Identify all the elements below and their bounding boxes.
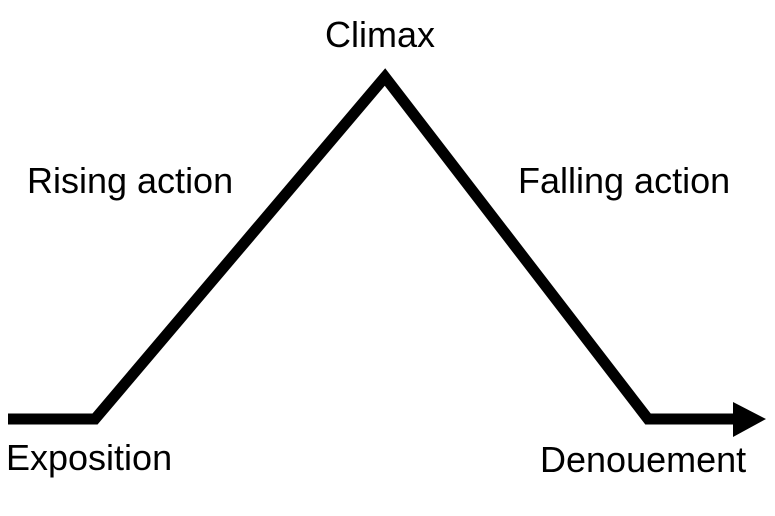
plot-arc-line bbox=[8, 68, 735, 425]
climax-label: Climax bbox=[325, 14, 436, 55]
arc-arrowhead bbox=[733, 402, 766, 437]
exposition-label: Exposition bbox=[6, 437, 173, 478]
rising-action-label: Rising action bbox=[27, 160, 234, 201]
denouement-label: Denouement bbox=[540, 439, 747, 480]
falling-action-label: Falling action bbox=[518, 160, 731, 201]
